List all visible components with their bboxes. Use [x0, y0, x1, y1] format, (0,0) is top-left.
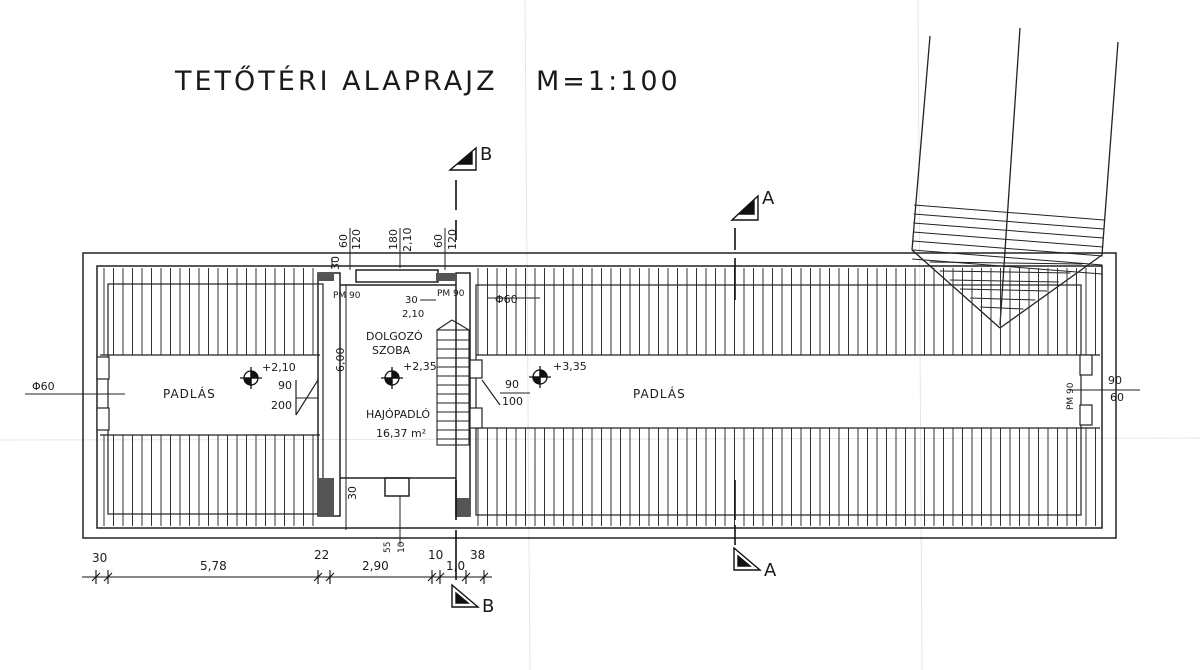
- room-label-attic-left: PADLÁS: [163, 386, 216, 401]
- mid-window-height: 100: [502, 395, 523, 408]
- top-dim-2-top: 180: [387, 229, 400, 250]
- bottom-dim-2: 5,78: [200, 559, 227, 573]
- page-title: TETŐTÉRI ALAPRAJZ: [174, 65, 498, 97]
- section-a-top-label: A: [762, 188, 775, 209]
- diameter-leaders: [25, 297, 1140, 399]
- level-marker-left: [240, 367, 262, 389]
- bottom-dim-6: 1,0: [446, 559, 465, 573]
- top-dimension-lines: [331, 228, 446, 270]
- bottom-dim-3: 22: [314, 548, 329, 562]
- top-dim-1-bottom: 120: [350, 229, 363, 250]
- left-window-width: 90: [278, 379, 292, 392]
- inner-dim-height: 6,00: [334, 348, 347, 373]
- section-lines: [455, 180, 736, 580]
- level-marker-center: [381, 367, 403, 389]
- room-area-label: 16,37 m²: [376, 427, 426, 440]
- bottom-dim-1: 30: [92, 551, 107, 565]
- level-marker-right: [529, 366, 551, 388]
- level-label-left: +2,10: [262, 361, 296, 374]
- top-dim-3-top: 60: [432, 234, 445, 248]
- pm-label-right: PM 90: [437, 289, 465, 299]
- inner-dim-bottom-10: 10: [397, 541, 407, 553]
- bottom-dimension-chain: [82, 570, 492, 584]
- bottom-dim-5: 10: [428, 548, 443, 562]
- section-b-bottom-label: B: [482, 596, 494, 617]
- section-a-bottom-label: A: [764, 560, 777, 581]
- study-room-walls: [317, 269, 471, 517]
- section-a-bottom-arrow: [733, 546, 762, 571]
- top-dim-2-bottom: 2,10: [401, 228, 414, 253]
- level-label-right: +3,35: [553, 360, 587, 373]
- level-markers: [240, 366, 551, 389]
- pm-label-left: PM 90: [333, 291, 361, 301]
- top-dim-3-bottom: 120: [446, 229, 459, 250]
- pm-label-side: PM 90: [1066, 382, 1076, 410]
- wall-hatch-fill: [318, 273, 470, 516]
- scale-label: M=1:100: [536, 66, 681, 97]
- right-door-width: 90: [1108, 374, 1122, 387]
- stair-height-label: 2,10: [402, 309, 424, 320]
- mid-window-width: 90: [505, 378, 519, 391]
- room-label-study-line1: DOLGOZÓ: [366, 330, 423, 343]
- section-arrows: [448, 146, 762, 608]
- stair-width-label: 30: [405, 295, 418, 306]
- right-door-height: 60: [1110, 391, 1124, 404]
- level-label-center: +2,35: [403, 360, 437, 373]
- section-a-top-arrow: [730, 194, 759, 221]
- chimney-roof-projection: [911, 27, 1119, 329]
- staircase: [436, 319, 470, 446]
- room-label-attic-right: PADLÁS: [633, 386, 686, 401]
- floor-type-label: HAJÓPADLÓ: [366, 408, 430, 421]
- room-label-study-line2: SZOBA: [372, 344, 411, 357]
- rafter-hatching: [103, 268, 1096, 526]
- top-dim-1-top: 60: [337, 234, 350, 248]
- diameter-label-left: Φ60: [32, 380, 55, 393]
- inner-dimension-lines: [345, 285, 401, 545]
- section-b-top-arrow: [448, 146, 477, 171]
- attic-interior-lines: [100, 283, 1100, 516]
- left-window-height: 200: [271, 399, 292, 412]
- roof-outline: [82, 252, 1117, 539]
- inner-dim-bottom-30: 30: [346, 486, 359, 500]
- openings: [96, 354, 1093, 431]
- bottom-dim-7: 38: [470, 548, 485, 562]
- bottom-dim-4: 2,90: [362, 559, 389, 573]
- section-b-top-label: B: [480, 144, 492, 165]
- inner-dim-bottom-55: 55: [383, 542, 393, 553]
- inner-dim-left-30: 30: [329, 256, 342, 270]
- diameter-label-right: Φ60: [495, 293, 518, 306]
- section-b-bottom-arrow: [451, 583, 480, 608]
